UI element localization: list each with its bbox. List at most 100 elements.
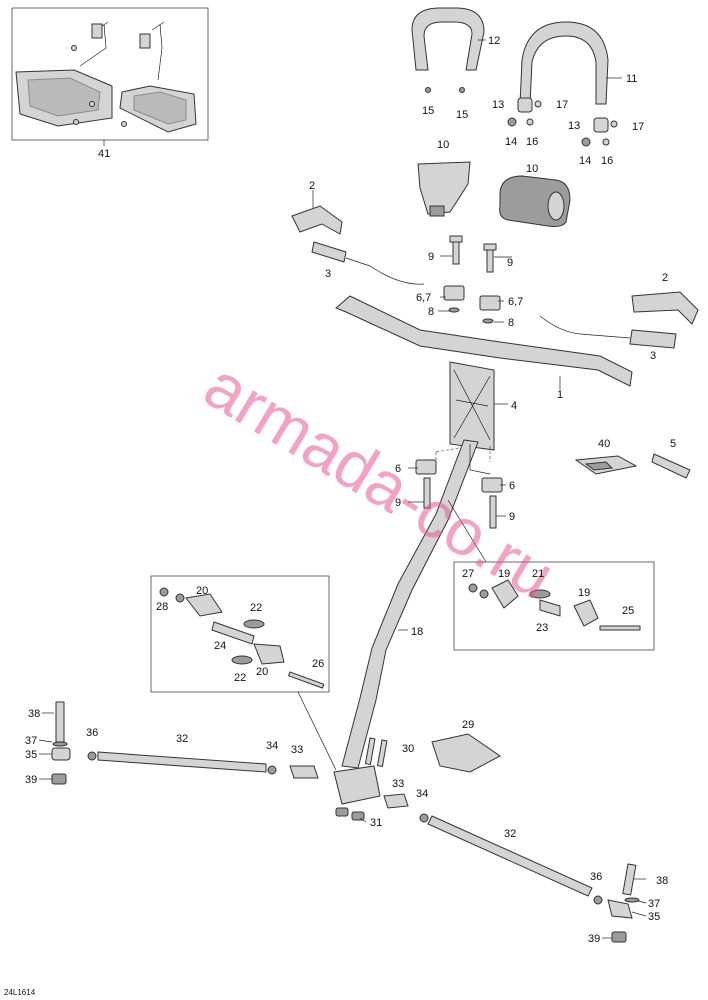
label-22: 22	[234, 672, 246, 684]
drawing-code: 24L1614	[4, 988, 36, 997]
bolt-9-lower-left	[423, 477, 431, 509]
label-39: 39	[25, 774, 37, 786]
grip-3-right	[539, 315, 677, 349]
leader-inset	[447, 499, 487, 563]
nut-31	[351, 811, 365, 821]
screw	[121, 121, 127, 127]
label-8: 8	[508, 317, 514, 329]
inset-box-handguards	[11, 7, 209, 141]
screw-15	[425, 87, 431, 93]
label-14: 14	[505, 136, 517, 148]
label-9: 9	[507, 257, 513, 269]
screw	[73, 119, 79, 125]
label-9: 9	[395, 497, 401, 509]
label-3: 3	[325, 268, 331, 280]
label-27: 27	[462, 568, 474, 580]
label-13: 13	[568, 120, 580, 132]
end-33-right	[383, 793, 409, 809]
label-31: 31	[370, 817, 382, 829]
cap-6-7-right	[479, 295, 501, 311]
inset-box-lower-bushing	[150, 575, 330, 693]
grip-2-left	[291, 205, 343, 235]
label-15: 15	[456, 109, 468, 121]
bolt-9-lower-right	[489, 495, 497, 529]
bolt-30	[364, 737, 376, 766]
label-39: 39	[588, 933, 600, 945]
label-19: 19	[578, 587, 590, 599]
label-1: 1	[557, 389, 563, 401]
label-36: 36	[590, 871, 602, 883]
pad-11	[519, 21, 609, 105]
screw-15	[459, 87, 465, 93]
label-10: 10	[437, 139, 449, 151]
label-18: 18	[411, 626, 423, 638]
label-35: 35	[648, 911, 660, 923]
label-2: 2	[662, 272, 668, 284]
riser-4	[449, 361, 495, 451]
screw	[71, 45, 77, 51]
label-34: 34	[416, 788, 428, 800]
hand-guard-right	[119, 21, 197, 133]
label-37: 37	[25, 735, 37, 747]
label-6: 6	[509, 480, 515, 492]
bolt-9-top-right	[483, 243, 497, 273]
nut-36-right	[593, 895, 603, 905]
label-17: 17	[632, 121, 644, 133]
clamp-13-right	[581, 117, 618, 147]
label-6-7: 6,7	[416, 292, 431, 304]
label-9: 9	[428, 251, 434, 263]
nut-36-left	[87, 751, 97, 761]
label-10: 10	[526, 163, 538, 175]
label-8: 8	[428, 306, 434, 318]
leader-inset	[297, 691, 337, 771]
label-32: 32	[176, 733, 188, 745]
pin-5	[651, 453, 691, 479]
label-21: 21	[532, 568, 544, 580]
bolt-9-top-left	[449, 235, 463, 265]
label-28: 28	[156, 601, 168, 613]
label-29: 29	[462, 719, 474, 731]
end-35-left	[51, 747, 71, 761]
nut-31	[335, 807, 349, 817]
label-15: 15	[422, 105, 434, 117]
label-36: 36	[86, 727, 98, 739]
label-16: 16	[526, 136, 538, 148]
nut-34-left	[267, 765, 277, 775]
cap-6-lower-right	[481, 477, 503, 493]
screw	[89, 101, 95, 107]
label-2: 2	[309, 180, 315, 192]
label-38: 38	[656, 875, 668, 887]
label-13: 13	[492, 99, 504, 111]
label-16: 16	[601, 155, 613, 167]
label-34: 34	[266, 740, 278, 752]
label-33: 33	[392, 778, 404, 790]
label-12: 12	[488, 35, 500, 47]
label-37: 37	[648, 898, 660, 910]
washer-37-left	[52, 741, 68, 747]
label-40: 40	[598, 438, 610, 450]
steering-arm	[333, 765, 381, 805]
label-26: 26	[312, 658, 324, 670]
bolt-30	[376, 739, 388, 768]
hand-guard-left	[15, 21, 113, 127]
bolt-38-left	[55, 701, 65, 743]
end-33-left	[289, 765, 319, 779]
clamp-13-left	[507, 97, 542, 127]
washer-37-right	[624, 897, 640, 903]
tie-rod-32-right	[427, 815, 593, 897]
grip-2-right	[631, 291, 699, 325]
label-9: 9	[509, 511, 515, 523]
pad-10-closed	[499, 175, 571, 227]
label-20: 20	[196, 585, 208, 597]
handlebar-1	[335, 295, 633, 387]
washer-8	[448, 307, 460, 313]
label-20: 20	[256, 666, 268, 678]
label-41: 41	[98, 148, 110, 160]
label-19: 19	[498, 568, 510, 580]
pad-10-open	[417, 161, 471, 217]
pad-12	[411, 7, 485, 71]
cap-6-lower-left	[415, 459, 437, 475]
label-17: 17	[556, 99, 568, 111]
label-24: 24	[214, 640, 226, 652]
